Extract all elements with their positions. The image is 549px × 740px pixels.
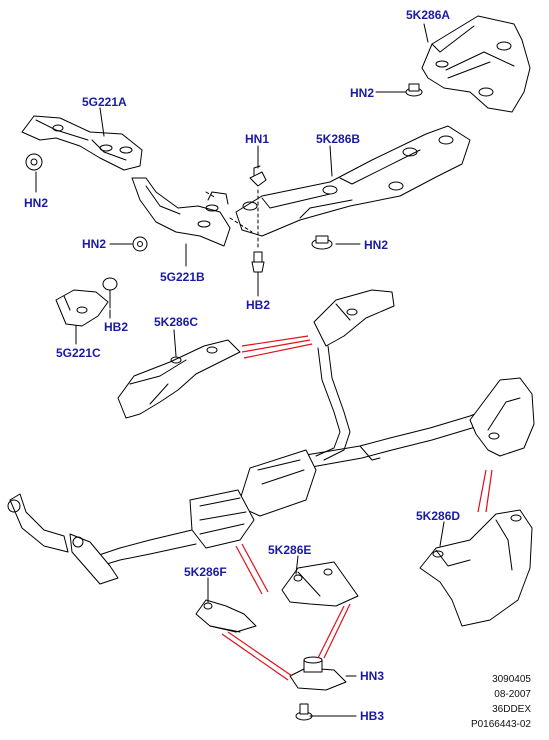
label-leaders <box>35 23 445 717</box>
drawing-date: 08-2007 <box>494 689 531 700</box>
heat-shield-5g221c <box>55 289 109 327</box>
reference-lines <box>221 335 493 681</box>
bolt-hb2-center <box>251 251 265 285</box>
nut-hn2-left <box>25 153 43 171</box>
nut-plate-hn3 <box>289 656 347 691</box>
label-5g221c: 5G221C <box>56 346 101 360</box>
label-5k286c: 5K286C <box>154 315 199 329</box>
label-5k286f: 5K286F <box>184 565 227 579</box>
heat-shield-5k286c <box>117 339 241 419</box>
heat-shield-5k286a <box>421 15 531 113</box>
heat-shield-5k286f <box>195 599 257 633</box>
label-5g221a: 5G221A <box>82 95 127 109</box>
label-5k286a: 5K286A <box>406 8 451 22</box>
drawing-ref: 36DDEX <box>492 704 531 715</box>
drawing-code: 3090405 <box>492 674 531 685</box>
clip-hn1 <box>249 165 267 187</box>
nut-hn2-mid <box>132 236 148 252</box>
nut-hn2-right <box>311 235 333 250</box>
label-5k286b: 5K286B <box>316 132 361 146</box>
label-hn2-left: HN2 <box>24 196 49 210</box>
label-hn2-right: HN2 <box>364 238 389 252</box>
heat-shield-5k286e <box>281 561 359 607</box>
heat-shield-pipe-upper <box>313 289 395 347</box>
heat-shield-5g221b <box>131 177 231 247</box>
label-hn3: HN3 <box>360 669 385 683</box>
exhaust-system <box>7 345 501 585</box>
label-5k286e: 5K286E <box>268 543 312 557</box>
label-hn1: HN1 <box>245 132 270 146</box>
alignment-dashes <box>205 189 259 251</box>
label-hb3: HB3 <box>360 709 385 723</box>
bolt-hb3 <box>295 703 313 721</box>
label-hn2-mid: HN2 <box>82 237 107 251</box>
bolt-hb2-left <box>102 277 118 309</box>
nut-hn2-top <box>405 83 423 97</box>
label-5k286d: 5K286D <box>416 509 461 523</box>
label-hn2-top: HN2 <box>350 86 375 100</box>
heat-shield-5k286b <box>235 125 471 237</box>
heat-shield-5k286d <box>419 377 535 627</box>
label-hb2-left: HB2 <box>104 320 129 334</box>
drawing-part-number: P0166443-02 <box>470 719 531 730</box>
label-5g221b: 5G221B <box>160 270 205 284</box>
label-hb2-center: HB2 <box>246 298 271 312</box>
heat-shield-5g221a <box>21 115 143 171</box>
